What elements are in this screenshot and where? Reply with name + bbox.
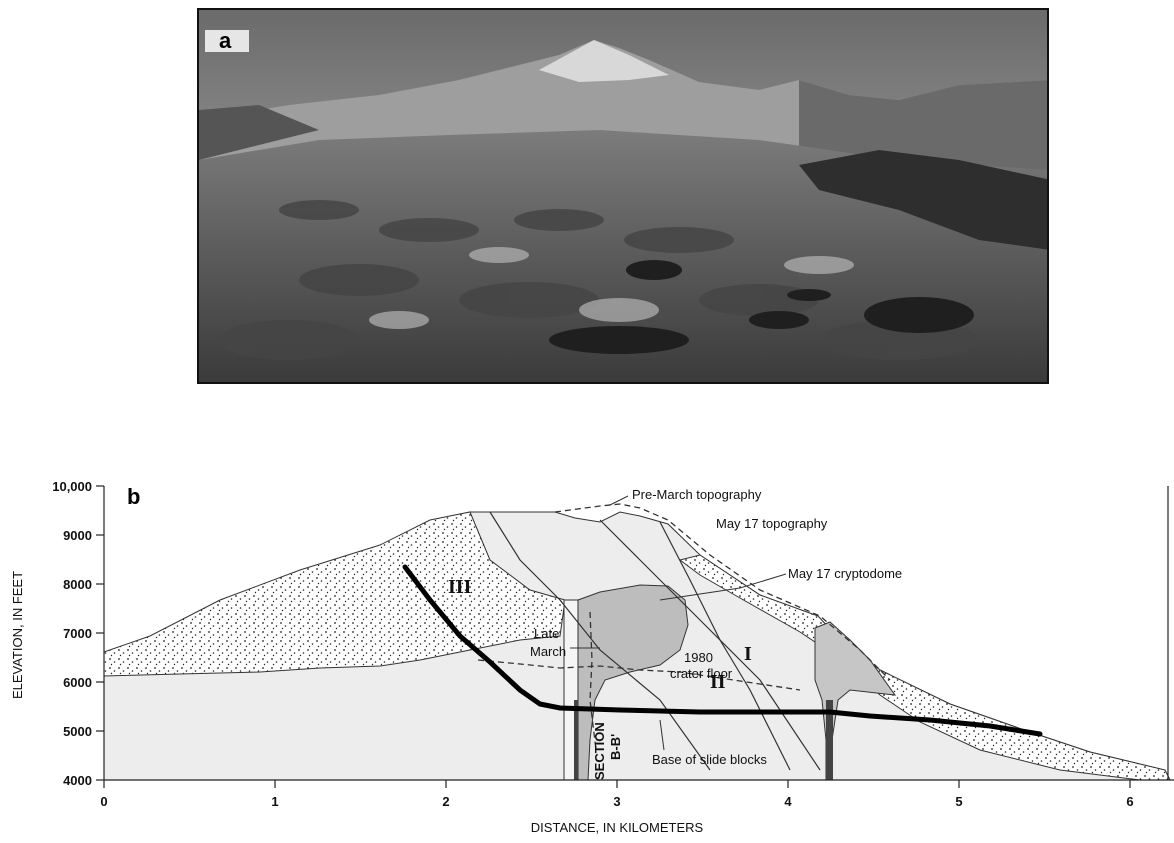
x-tick-label: 5 xyxy=(955,794,962,809)
annotation-may17-topography: May 17 topography xyxy=(716,516,828,531)
right-conduit xyxy=(826,700,833,780)
annotation-crater-floor: crater floor xyxy=(670,666,733,681)
x-tick-label: 1 xyxy=(271,794,278,809)
deposit-unit-iii xyxy=(103,511,566,677)
annotation-late: Late xyxy=(534,626,559,641)
x-tick-label: 6 xyxy=(1126,794,1133,809)
panel-label-b: b xyxy=(127,484,141,510)
y-tick-label: 8000 xyxy=(63,577,92,592)
x-tick-label: 3 xyxy=(613,794,620,809)
landscape-photo xyxy=(197,8,1049,384)
cross-section-diagram: 10,000 9000 8000 7000 6000 5000 4000 0 1… xyxy=(10,479,1174,835)
annotation-base-of-slide-blocks: Base of slide blocks xyxy=(652,752,767,767)
y-tick-label: 4000 xyxy=(63,773,92,788)
y-tick-label: 5000 xyxy=(63,724,92,739)
unit-label-iii: III xyxy=(448,576,472,598)
annotation-may17-cryptodome: May 17 cryptodome xyxy=(788,566,902,581)
unit-label-i: I xyxy=(744,643,752,665)
y-tick-label: 6000 xyxy=(63,675,92,690)
annotation-march: March xyxy=(530,644,566,659)
base-of-slide-blocks-line xyxy=(402,564,1043,737)
annotation-pre-march: Pre-March topography xyxy=(632,487,762,502)
cryptodome-body xyxy=(577,584,689,781)
y-tick-label: 10,000 xyxy=(52,479,92,494)
annotation-1980: 1980 xyxy=(684,650,713,665)
y-axis-title: ELEVATION, IN FEET xyxy=(10,571,25,699)
x-tick-label: 4 xyxy=(784,794,792,809)
y-tick-label: 7000 xyxy=(63,626,92,641)
x-tick-label: 0 xyxy=(100,794,107,809)
intrusion-right xyxy=(814,621,897,781)
y-tick-label: 9000 xyxy=(63,528,92,543)
x-tick-label: 2 xyxy=(442,794,449,809)
annotation-section-bb-id: B-B' xyxy=(608,734,623,760)
unit-label-ii: II xyxy=(710,671,726,693)
panel-label-a: a xyxy=(205,30,249,52)
x-axis-title: DISTANCE, IN KILOMETERS xyxy=(531,820,704,835)
annotation-section-bb: SECTION xyxy=(592,722,607,780)
